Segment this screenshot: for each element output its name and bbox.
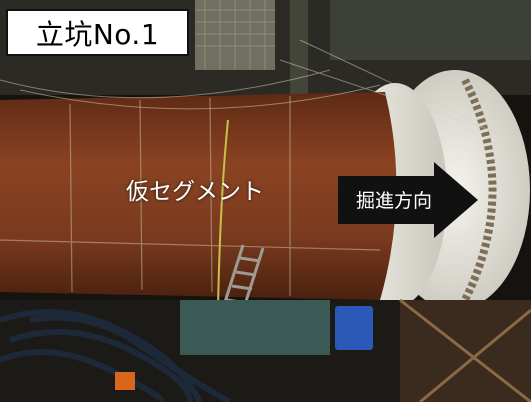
direction-label: 掘進方向 [356, 190, 433, 212]
machine-frame [180, 300, 330, 355]
yellow-rope [217, 119, 229, 311]
orange-part [115, 372, 135, 390]
steel-column [290, 0, 308, 110]
direction-arrow: 掘進方向 [338, 162, 478, 238]
arrow-right-icon [338, 162, 478, 238]
bore-ring-ribs [461, 78, 497, 302]
title-box: 立坑No.1 [6, 9, 189, 56]
cable-bundle [0, 309, 232, 402]
title-text: 立坑No.1 [35, 17, 160, 51]
blue-tarp [335, 306, 373, 350]
segment-label: 仮セグメント [126, 179, 264, 205]
steel-frame [330, 0, 531, 60]
